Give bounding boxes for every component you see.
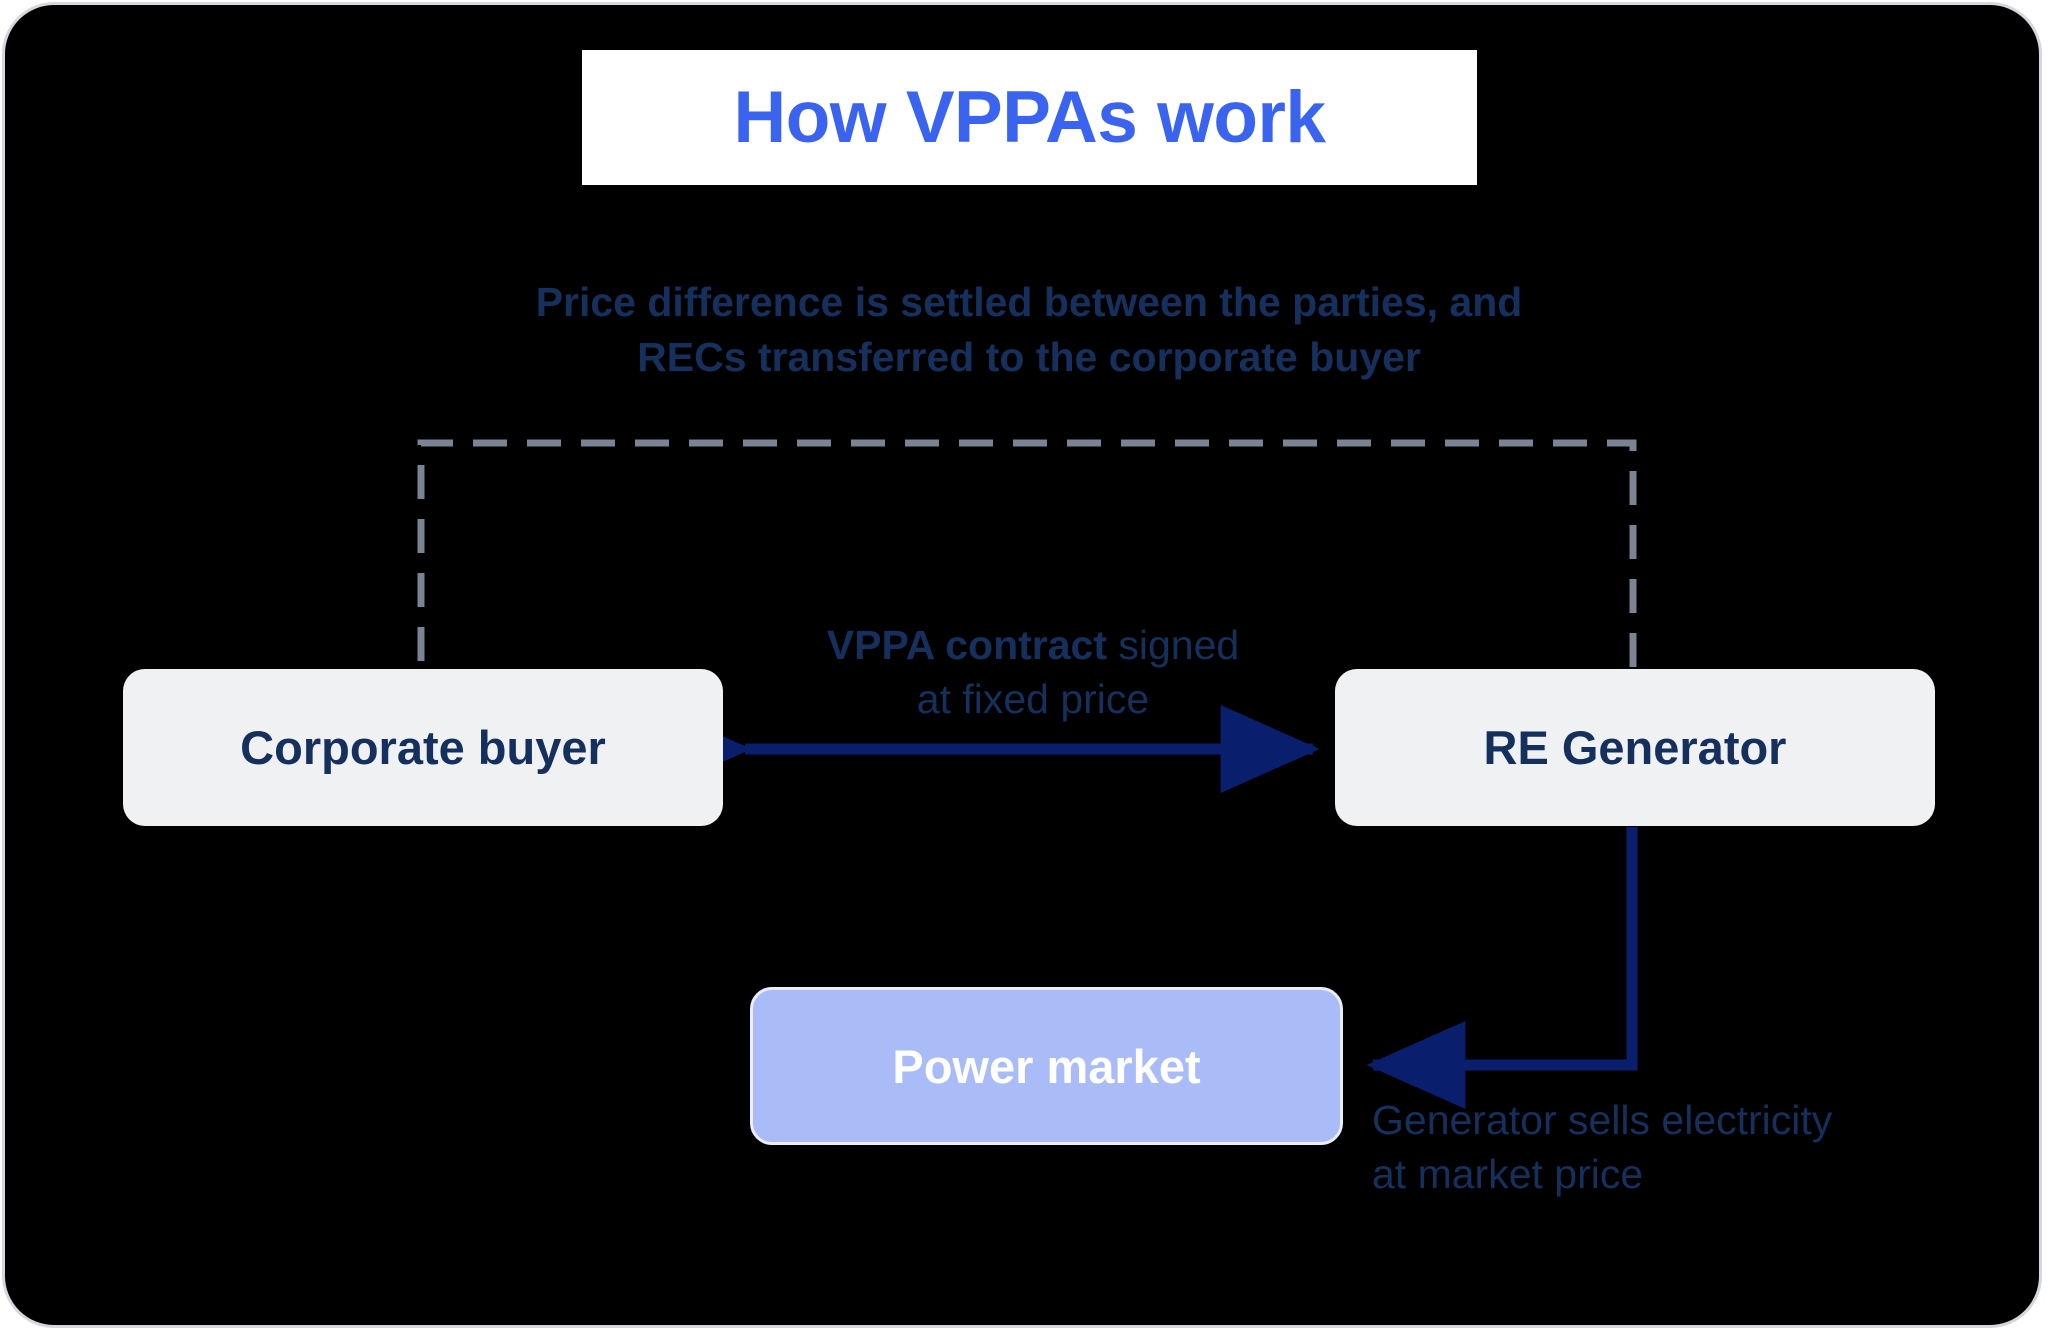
settlement-caption-line-1: Price difference is settled between the … — [535, 279, 1523, 325]
vppa-contract-caption-line-1: VPPA contract signed — [728, 618, 1338, 672]
generator-to-market-arrow — [1366, 827, 1638, 1109]
node-power-market-label: Power market — [892, 1039, 1201, 1093]
page-title: How VPPAs work — [733, 77, 1326, 158]
node-power-market[interactable]: Power market — [750, 987, 1343, 1145]
market-sale-caption-line-1: Generator sells electricity — [1372, 1097, 1833, 1143]
market-sale-caption-line-2: at market price — [1372, 1151, 1644, 1198]
node-re-generator[interactable]: RE Generator — [1335, 669, 1935, 826]
vppa-contract-caption-line-2: at fixed price — [916, 676, 1150, 723]
vppa-contract-caption: VPPA contract signed at fixed price — [728, 618, 1338, 726]
node-re-generator-label: RE Generator — [1483, 721, 1787, 774]
vppa-contract-caption-bold: VPPA contract — [826, 622, 1107, 668]
market-sale-caption: Generator sells electricity at market pr… — [1372, 1093, 1932, 1201]
vppa-contract-caption-rest: signed — [1107, 622, 1240, 668]
settlement-caption-line-2: RECs transferred to the corporate buyer — [637, 333, 1421, 380]
node-corporate-buyer[interactable]: Corporate buyer — [123, 669, 723, 826]
title-banner: How VPPAs work — [582, 50, 1477, 185]
node-corporate-buyer-label: Corporate buyer — [240, 721, 606, 774]
settlement-caption: Price difference is settled between the … — [379, 275, 1679, 385]
